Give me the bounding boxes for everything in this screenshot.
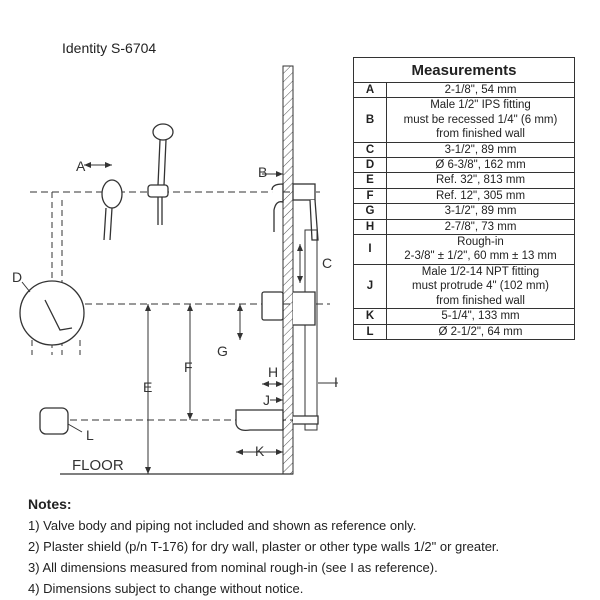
measurement-row: D Ø 6-3/8", 162 mm xyxy=(353,157,575,174)
measurement-value: Ø 6-3/8", 162 mm xyxy=(386,157,575,174)
measurement-row: E Ref. 32", 813 mm xyxy=(353,172,575,189)
measurement-line: 2-7/8", 73 mm xyxy=(444,220,517,233)
spout-top-view-l xyxy=(39,407,69,435)
measurement-value: 5-1/4", 133 mm xyxy=(386,308,575,325)
measurement-line: Ø 2-1/2", 64 mm xyxy=(438,325,523,338)
wall-elbow-b xyxy=(271,183,319,241)
note-item: 3) All dimensions measured from nominal … xyxy=(28,560,438,575)
measurement-key: A xyxy=(353,81,387,99)
measurement-row: F Ref. 12", 305 mm xyxy=(353,187,575,205)
tub-spout xyxy=(235,409,319,432)
measurement-line: from finished wall xyxy=(436,128,525,141)
measurement-row: J Male 1/2-14 NPT fitting must protrude 4"… xyxy=(353,263,575,310)
measurement-row: C 3-1/2", 89 mm xyxy=(353,141,575,159)
measurement-row: G 3-1/2", 89 mm xyxy=(353,203,575,220)
measurement-line: Ref. 32", 813 mm xyxy=(435,174,526,187)
measurement-line: Ref. 12", 305 mm xyxy=(435,189,526,202)
measurement-value: 3-1/2", 89 mm xyxy=(386,203,575,220)
measurement-row: K 5-1/4", 133 mm xyxy=(353,308,575,325)
measurement-key: L xyxy=(353,323,387,340)
trim-plate-d xyxy=(19,280,85,346)
hand-shower xyxy=(147,123,174,225)
measurement-key: I xyxy=(353,234,387,265)
label-h: H xyxy=(268,364,278,380)
notes-section: Notes: 1) Valve body and piping not incl… xyxy=(28,494,588,599)
measurement-value: Ref. 12", 305 mm xyxy=(386,187,575,205)
measurement-line: Rough-in xyxy=(457,236,504,249)
measurement-line: 2-3/8" ± 1/2", 60 mm ± 13 mm xyxy=(404,250,557,263)
label-j: J xyxy=(263,392,270,408)
floor-label: FLOOR xyxy=(72,457,124,474)
measurement-key: D xyxy=(353,157,387,174)
measurement-key: F xyxy=(353,187,387,205)
measurement-line: 5-1/4", 133 mm xyxy=(441,310,520,323)
label-d: D xyxy=(12,269,22,285)
label-l: L xyxy=(86,427,94,443)
note-item: 4) Dimensions subject to change without … xyxy=(28,581,304,596)
note-item: 1) Valve body and piping not included an… xyxy=(28,518,417,533)
measurement-key: B xyxy=(353,97,387,143)
measurement-line: 3-1/2", 89 mm xyxy=(444,143,517,156)
measurements-heading: Measurements xyxy=(353,57,575,83)
measurement-row: L Ø 2-1/2", 64 mm xyxy=(353,323,575,340)
measurement-line: Male 1/2-14 NPT fitting xyxy=(421,265,540,278)
measurement-value: Ref. 32", 813 mm xyxy=(386,172,575,189)
notes-heading: Notes: xyxy=(28,496,72,512)
label-b: B xyxy=(258,164,267,180)
measurement-value: 2-1/8", 54 mm xyxy=(386,81,575,99)
label-i: I xyxy=(334,374,338,390)
technical-drawing: A B C D E F G H I J K L FLOOR xyxy=(12,65,338,475)
label-g: G xyxy=(217,343,228,359)
label-c: C xyxy=(322,255,332,271)
measurement-line: from finished wall xyxy=(436,294,525,307)
wall-elbow-a xyxy=(101,179,123,241)
label-a: A xyxy=(76,158,86,174)
label-e: E xyxy=(143,379,152,395)
measurement-line: must protrude 4" (102 mm) xyxy=(411,280,550,293)
dim-l xyxy=(67,423,83,433)
measurement-value: 3-1/2", 89 mm xyxy=(386,141,575,159)
label-f: F xyxy=(184,359,193,375)
measurement-key: G xyxy=(353,203,387,220)
measurement-line: Ø 6-3/8", 162 mm xyxy=(435,159,526,172)
measurement-key: C xyxy=(353,141,387,159)
measurement-line: must be recessed 1/4" (6 mm) xyxy=(403,113,558,126)
measurement-key: J xyxy=(353,263,387,310)
measurement-value: Male 1/2-14 NPT fitting must protrude 4" … xyxy=(386,263,575,310)
measurement-key: K xyxy=(353,308,387,325)
measurement-row: A 2-1/8", 54 mm xyxy=(353,81,575,99)
measurement-row: H 2-7/8", 73 mm xyxy=(353,218,575,236)
measurement-value: 2-7/8", 73 mm xyxy=(386,218,575,236)
valve-riser xyxy=(304,229,318,431)
measurement-key: E xyxy=(353,172,387,189)
measurement-line: Male 1/2" IPS fitting xyxy=(430,99,531,112)
wall xyxy=(282,65,294,475)
valve-side-view xyxy=(261,291,316,326)
diagram-title: Identity S-6704 xyxy=(62,40,157,56)
measurement-value: Ø 2-1/2", 64 mm xyxy=(386,323,575,340)
label-k: K xyxy=(255,443,265,459)
dim-d xyxy=(21,281,31,293)
measurement-line: 3-1/2", 89 mm xyxy=(444,205,517,218)
measurement-line: 2-1/8", 54 mm xyxy=(444,84,517,96)
note-item: 2) Plaster shield (p/n T-176) for dry wa… xyxy=(28,539,500,554)
measurement-key: H xyxy=(353,218,387,236)
